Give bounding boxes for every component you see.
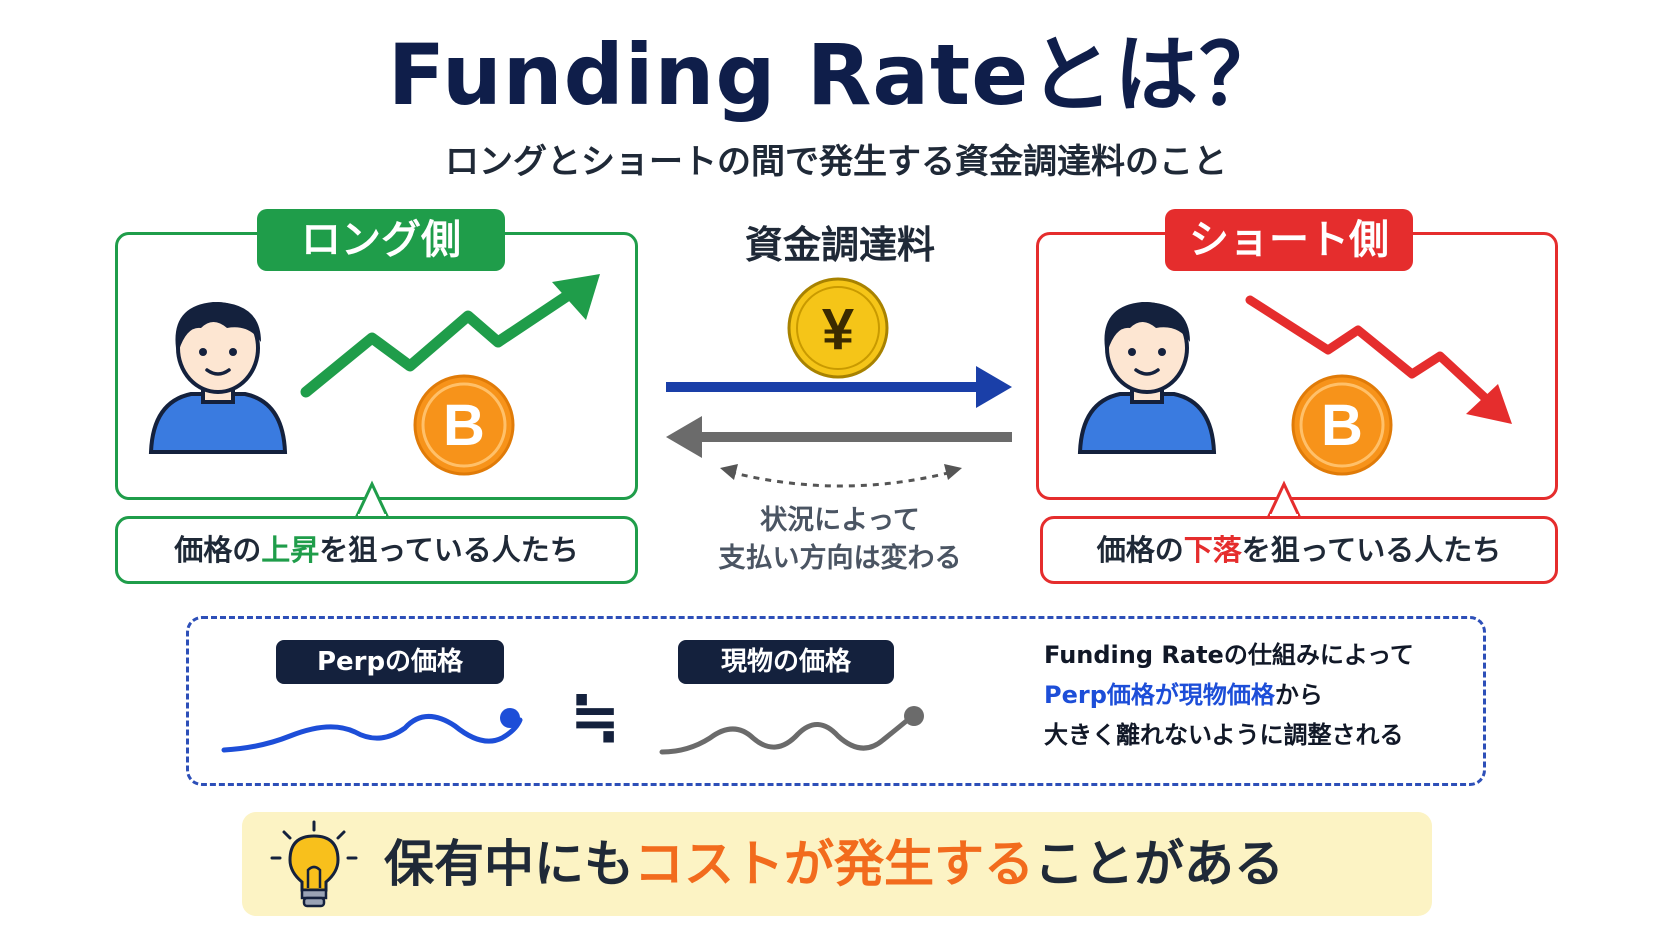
perp-explain-line2-tail: から [1274, 681, 1323, 709]
payment-arrow-left [666, 416, 1012, 458]
short-person-icon [1077, 302, 1217, 454]
lightbulb-icon [270, 820, 358, 908]
short-desc-post: を狙っている人たち [1241, 533, 1502, 567]
short-desc-pre: 価格の [1096, 533, 1184, 567]
perp-explanation-box [186, 616, 1486, 786]
page-title: Funding Rateとは？ [387, 26, 1285, 124]
short-callout-tail [1265, 480, 1303, 520]
page-subtitle: ロングとショートの間で発生する資金調達料のこと [445, 142, 1227, 182]
short-desc-highlight: 下落 [1183, 533, 1242, 567]
payment-arrow-right [666, 366, 1012, 408]
bitcoin-symbol: B [1321, 393, 1363, 458]
perp-price-line [221, 708, 523, 753]
short-description: 価格の下落を狙っている人たち [1040, 516, 1558, 584]
perp-explanation-text: Funding Rateの仕組みによって Perp価格が現物価格から 大きく離れ… [1044, 635, 1474, 755]
direction-note-line2: 支払い方向は変わる [718, 543, 962, 574]
long-desc-post: を狙っている人たち [319, 533, 579, 567]
long-person-icon [148, 302, 288, 454]
uptrend-arrow-icon [300, 274, 600, 398]
funding-fee-label: 資金調達料 [744, 223, 935, 267]
yen-coin-icon: ¥ [787, 277, 889, 379]
perp-explain-line3: 大きく離れないように調整される [1044, 721, 1404, 749]
cost-warning-pre: 保有中にも [384, 835, 634, 893]
spot-price-label: 現物の価格 [678, 640, 894, 684]
cost-warning-banner [242, 812, 1432, 916]
yen-symbol: ¥ [822, 297, 854, 362]
perp-explain-line1: Funding Rateの仕組みによって [1044, 641, 1414, 669]
long-desc-highlight: 上昇 [261, 533, 320, 567]
direction-note: 状況によって 支払い方向は変わる [680, 502, 1000, 578]
perp-explain-highlight: Perp価格が現物価格 [1044, 681, 1275, 709]
cost-warning-post: ことがある [1034, 835, 1284, 893]
long-description: 価格の上昇を狙っている人たち [115, 516, 638, 584]
downtrend-arrow-icon [1245, 295, 1512, 424]
approx-equal-symbol: ≒ [569, 682, 621, 752]
bitcoin-icon: B [1291, 374, 1393, 476]
cost-warning-highlight: コストが発生する [634, 835, 1034, 893]
perp-price-label: Perpの価格 [276, 640, 504, 684]
direction-note-line1: 状況によって [760, 505, 920, 536]
cost-warning-text: 保有中にもコストが発生することがある [384, 829, 1284, 899]
spot-price-line [659, 706, 924, 755]
long-label: ロング側 [257, 209, 505, 271]
bitcoin-icon: B [413, 374, 515, 476]
short-label: ショート側 [1165, 209, 1413, 271]
perp-explain-line2: Perp価格が現物価格から [1044, 675, 1474, 715]
bitcoin-symbol: B [443, 393, 485, 458]
bidirectional-dashed-arrow [720, 464, 962, 488]
long-callout-tail [353, 480, 391, 520]
long-desc-pre: 価格の [174, 533, 262, 567]
